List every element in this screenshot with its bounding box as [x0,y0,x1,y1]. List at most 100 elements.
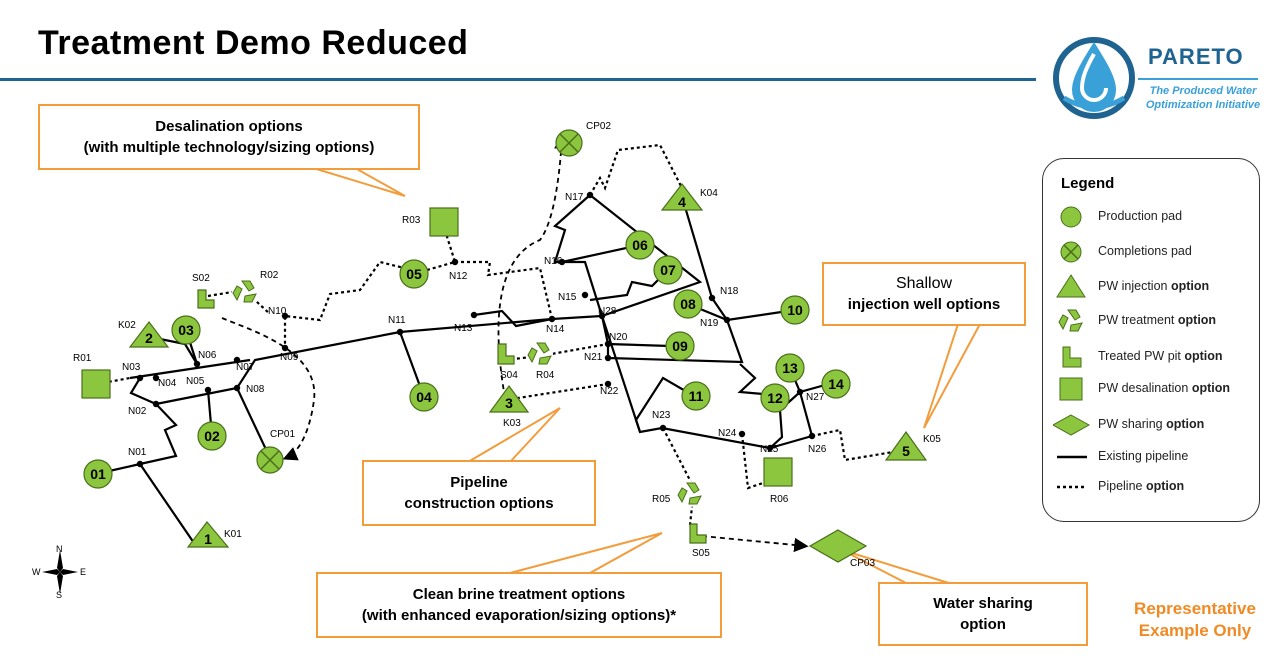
junction-node [796,388,804,396]
legend-item: PW desalination option [1043,375,1259,403]
svg-text:04: 04 [416,389,432,405]
callout-brine-line2: (with enhanced evaporation/sizing option… [361,607,677,624]
representative-line2: Example Only [1138,621,1252,640]
label-nodes-25: N26 [808,444,827,455]
junction-node [659,424,667,432]
label-nodes-19: N20 [609,332,628,343]
completions-pad-CP02 [555,129,583,157]
label-injection_wells-3.id: K04 [700,188,718,199]
injection-number-K05: 5 [902,443,910,459]
production-pad-10: 10 [780,295,810,325]
label-nodes-7: N08 [246,384,265,395]
junction-node [193,360,201,368]
junction-node [470,311,478,319]
legend-item-label: PW injection option [1098,279,1209,293]
production-pad-01: 01 [83,459,113,489]
legend-item: PW treatment option [1043,307,1259,335]
label-injection_wells-1.id: K02 [118,320,136,331]
junction-node [136,374,144,382]
pit-icon [1062,346,1082,368]
junction-node [581,291,589,299]
completions-pad-icon [1060,241,1082,263]
label-nodes-2: N03 [122,362,141,373]
label-injection_wells-0.id: K01 [224,529,242,540]
legend-item: Completions pad [1043,238,1259,266]
label-nodes-12: N13 [454,323,473,334]
junction-node [152,400,160,408]
label-nodes-11: N12 [449,271,468,282]
representative-line1: Representative [1134,599,1256,618]
junction-node [604,340,612,348]
pit-S02 [197,289,215,309]
water-drop-logo-icon [1053,37,1135,119]
junction-node [598,312,606,320]
injection-triangle-icon [1056,274,1086,298]
legend-title: Legend [1061,175,1115,192]
desalination-sites [81,207,793,487]
junction-node [204,386,212,394]
svg-text:11: 11 [689,388,704,404]
logo-divider [1138,78,1258,80]
callout-shallow-line2: injection well options [847,296,1001,313]
legend-item-bold: option [1170,279,1210,293]
label-nodes-16: N17 [565,192,584,203]
storage-pits [197,289,707,544]
label-injection_wells-2.id: K03 [503,418,521,429]
label-storage_pits-0: S02 [192,273,210,284]
completions-pad-CP01 [256,446,284,474]
logo-tagline-2: Optimization Initiative [1145,99,1261,111]
label-nodes-9: N10 [268,306,287,317]
junction-nodes [136,191,816,468]
legend-item-text: Pipeline [1098,479,1146,493]
label-treatment_sites-1: R04 [536,370,555,381]
compass-e: E [80,567,86,577]
label-completions_pads-1: CP02 [586,121,611,132]
label-nodes-4: N05 [186,376,205,387]
dashed-arrows [221,134,809,553]
svg-text:03: 03 [178,322,194,338]
callout-brine: Clean brine treatment options (with enha… [316,572,722,638]
junction-node [586,191,594,199]
callout-desalination-line1: Desalination options [155,118,303,135]
title-rule [0,78,1036,81]
pit-S05 [689,523,707,544]
legend-item: Treated PW pit option [1043,343,1259,371]
legend-item-text: PW treatment [1098,313,1178,327]
recycle-icon-R04 [526,340,554,368]
callout-pipeline-line1: Pipeline [450,474,508,491]
production-pad-08: 08 [673,289,703,319]
label-nodes-14: N15 [558,292,577,303]
callout-pipeline: Pipeline construction options [362,460,596,526]
legend-item-bold: option [1166,417,1205,431]
injection-triangle-K04 [660,183,704,211]
label-nodes-10: N11 [388,315,406,326]
production-pad-05: 05 [399,259,429,289]
label-nodes-26: N27 [806,392,825,403]
production-pad-13: 13 [775,353,805,383]
junction-node [233,384,241,392]
logo-tagline: The Produced Water Optimization Initiati… [1138,84,1268,112]
label-nodes-5: N06 [198,350,217,361]
junction-node [281,312,289,320]
legend-item: Pipeline option [1043,473,1259,501]
compass-n: N [56,544,63,554]
legend-item: PW injection option [1043,273,1259,301]
label-nodes-3: N04 [158,378,177,389]
pareto-logo: PARETO The Produced Water Optimization I… [1050,32,1270,122]
legend-item-text: PW injection [1098,279,1171,293]
recycle-icon [1058,309,1083,332]
legend-item-text: Treated PW pit [1098,349,1185,363]
svg-text:08: 08 [680,296,696,312]
legend-item-text: PW sharing [1098,417,1167,431]
label-injection_wells-4.id: K05 [923,434,941,445]
label-storage_pits-2: S05 [692,548,710,559]
injection-triangle-K02 [128,321,170,348]
legend-item-label: Completions pad [1098,244,1192,258]
label-nodes-15: N16 [544,256,563,267]
legend-item-bold: option [1184,349,1223,363]
compass-w: W [32,567,41,577]
injection-number-K02: 2 [145,330,153,346]
label-nodes-8: N09 [280,352,299,363]
svg-text:12: 12 [767,390,783,406]
